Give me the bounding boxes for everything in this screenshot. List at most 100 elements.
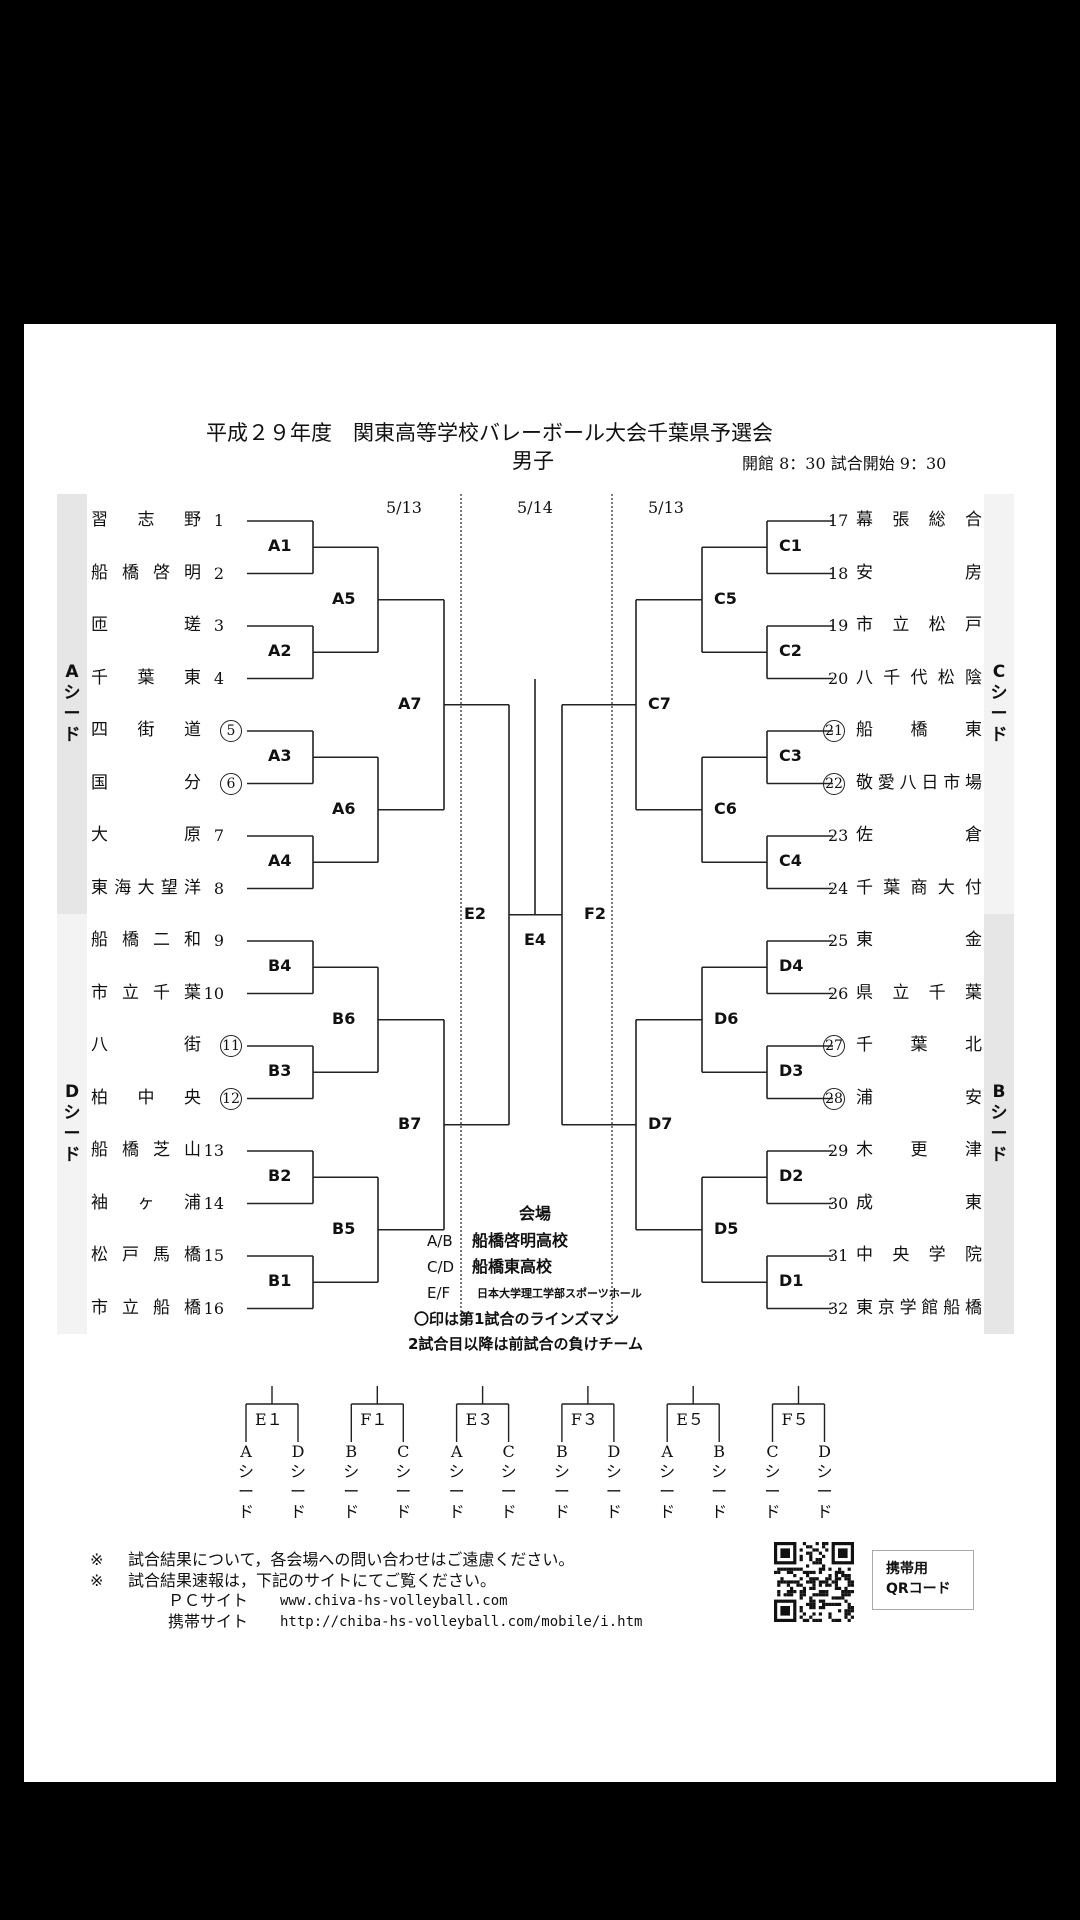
team-name-char: 東 <box>965 720 982 740</box>
qr-module <box>780 1577 784 1581</box>
team-name-char: 街 <box>184 1035 201 1055</box>
qr-module <box>834 1618 838 1622</box>
mobile-site-label: 携帯サイト <box>168 1612 249 1631</box>
team-name: 袖ヶ浦 <box>91 1194 201 1212</box>
qr-module <box>825 1602 829 1606</box>
team-name-char: 千 <box>928 982 946 1003</box>
qr-module <box>844 1577 848 1581</box>
team-name: 市立千葉 <box>91 984 201 1002</box>
team-name-char: 八 <box>856 667 873 688</box>
qr-module <box>841 1590 845 1594</box>
team-name-char: 芝 <box>153 1140 170 1160</box>
team-name-char: 啓 <box>153 562 170 583</box>
qr-module <box>812 1602 816 1606</box>
qr-module <box>818 1599 822 1603</box>
qr-module <box>812 1612 816 1616</box>
team-name-char: 二 <box>153 930 170 950</box>
qr-module <box>786 1590 790 1594</box>
qr-module <box>783 1580 787 1584</box>
qr-module <box>790 1570 794 1574</box>
qr-module <box>783 1593 787 1597</box>
qr-code-icon[interactable] <box>774 1542 862 1622</box>
qr-module <box>786 1580 790 1584</box>
qr-module <box>802 1586 806 1590</box>
team-name-char: 船 <box>153 1297 170 1318</box>
qr-module <box>831 1580 835 1584</box>
team-name-char: 北 <box>965 1035 982 1055</box>
date-center: 5/14 <box>517 498 553 517</box>
qr-module <box>847 1574 851 1578</box>
team-name-char: 大 <box>137 877 155 898</box>
team-name-char: 柏 <box>91 1087 108 1108</box>
qr-module <box>793 1574 797 1578</box>
team-name-char: 倉 <box>965 825 982 845</box>
qr-module <box>790 1586 794 1590</box>
team-number: 19 <box>828 616 849 635</box>
qr-module <box>828 1574 832 1578</box>
team-name-char: 橋 <box>910 720 928 740</box>
qr-module <box>828 1602 832 1606</box>
pc-site-url[interactable]: www.chiva-hs-volleyball.com <box>280 1593 508 1609</box>
qr-module <box>799 1593 803 1597</box>
match-b1: B1 <box>268 1271 292 1290</box>
team-number: 17 <box>828 511 849 530</box>
qr-module <box>841 1596 845 1600</box>
mobile-site-url[interactable]: http://chiba-hs-volleyball.com/mobile/i.… <box>280 1614 643 1630</box>
qr-module <box>850 1609 854 1613</box>
team-name-char: 道 <box>184 720 201 740</box>
qr-module <box>822 1580 826 1584</box>
match-c5: C5 <box>714 589 737 608</box>
qr-module <box>774 1570 778 1574</box>
team-name-char: 東 <box>91 877 108 898</box>
team-name: 市立松戸 <box>856 617 982 634</box>
team-number: 32 <box>828 1298 849 1318</box>
team-name-char: 海 <box>114 877 132 898</box>
qr-module <box>850 1583 854 1587</box>
qr-module <box>812 1599 816 1603</box>
qr-module <box>777 1580 781 1584</box>
qr-module <box>828 1583 832 1587</box>
team-name-char: 八 <box>91 1035 108 1055</box>
team-name-char: 橋 <box>122 930 139 950</box>
qr-module <box>822 1554 826 1558</box>
team-name-char: 商 <box>910 877 928 898</box>
qr-module <box>847 1612 851 1616</box>
qr-module <box>806 1564 810 1568</box>
team-name-char: 央 <box>184 1087 201 1108</box>
match-c1: C1 <box>779 536 802 555</box>
team-name-char: 安 <box>965 1087 982 1108</box>
team-number: 31 <box>828 1246 849 1265</box>
team-number: 3 <box>213 616 224 635</box>
placement-match-label: E３ <box>465 1410 494 1429</box>
pc-site-label: ＰＣサイト <box>168 1591 249 1610</box>
team-name-char: 船 <box>91 1140 108 1160</box>
match-a3: A3 <box>268 746 292 765</box>
match-a4: A4 <box>268 851 292 870</box>
team-name: 県立千葉 <box>856 982 982 1003</box>
match-e2: E2 <box>464 904 487 923</box>
team-name-char: 陰 <box>965 667 982 688</box>
team-name-char: 船 <box>91 562 108 583</box>
team-name: 四街道 <box>91 722 201 739</box>
qr-module <box>831 1602 835 1606</box>
qr-module <box>847 1577 851 1581</box>
team-number: 8 <box>213 878 224 898</box>
schedule-text: 開館 8：30 試合開始 9：30 <box>742 454 947 473</box>
team-number: 30 <box>828 1193 849 1213</box>
footer-mark-2: ※ <box>90 1571 104 1590</box>
qr-module <box>838 1602 842 1606</box>
footer-results-note: 試合結果速報は，下記のサイトにてご覧ください。 <box>128 1571 497 1590</box>
qr-module <box>812 1570 816 1574</box>
qr-module <box>809 1615 813 1619</box>
team-name: 船橋二和 <box>91 932 201 949</box>
team-name: 船橋東 <box>856 722 982 739</box>
team-name-char: 瑳 <box>184 615 201 635</box>
team-name-char: 張 <box>892 510 910 530</box>
